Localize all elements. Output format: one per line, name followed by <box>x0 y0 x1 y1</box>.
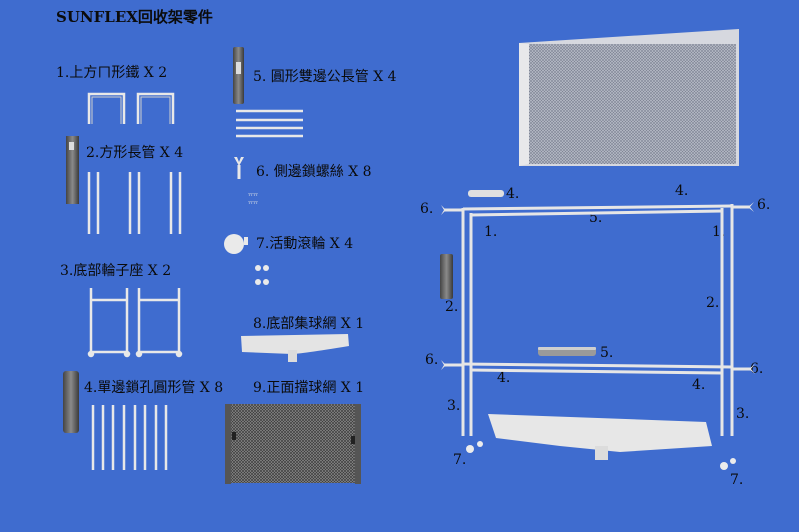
assembly-num-1-l: 1. <box>484 224 498 240</box>
assembly-num-5-mid: 5. <box>600 345 614 361</box>
assembly-num-6-tl: 6. <box>420 201 434 217</box>
part-9-front-net <box>225 404 361 484</box>
assembly-rollers <box>466 441 736 470</box>
assembly-num-6-bl: 6. <box>425 352 439 368</box>
part-label-8: 8.底部集球網 X 1 <box>253 316 365 332</box>
svg-text:ᵀᵀᵀᵀ: ᵀᵀᵀᵀ <box>248 201 259 208</box>
assembly-num-3-l: 3. <box>447 398 461 414</box>
part-4-round-tube <box>63 371 168 470</box>
part-label-2: 2.方形長管 X 4 <box>86 145 184 161</box>
part-label-7: 7.活動滾輪 X 4 <box>256 236 354 252</box>
assembly-num-4-tr: 4. <box>675 183 689 199</box>
part-label-5: 5. 圓形雙邊公長管 X 4 <box>253 69 397 85</box>
assembly-frame <box>444 204 751 436</box>
part-2-square-tube <box>66 136 182 234</box>
assembly-num-2-r: 2. <box>706 295 720 311</box>
part-label-1: 1.上方ㄇ形鐵 X 2 <box>56 65 168 81</box>
part-3-wheel-seat <box>87 288 183 358</box>
page-title: SUNFLEX回收架零件 <box>56 8 213 26</box>
assembly-num-4-br: 4. <box>692 377 706 393</box>
assembly-num-4-tl: 4. <box>506 186 520 202</box>
assembly-num-4-bl: 4. <box>497 370 511 386</box>
assembly-num-7-r: 7. <box>730 472 744 488</box>
part-8-bottom-net <box>241 334 349 362</box>
part-1-top-frame <box>87 92 175 124</box>
svg-text:ᵀᵀᵀᵀ: ᵀᵀᵀᵀ <box>248 193 259 200</box>
assembly-bottom-net <box>488 414 712 460</box>
assembly-tubes <box>440 190 596 356</box>
part-label-3: 3.底部輪子座 X 2 <box>60 263 172 279</box>
assembly-front-net <box>519 29 739 166</box>
assembly-num-7-l: 7. <box>453 452 467 468</box>
part-label-4: 4.單邊鎖孔圓形管 X 8 <box>84 380 224 396</box>
assembly-num-6-tr: 6. <box>757 197 771 213</box>
assembly-num-3-r: 3. <box>736 406 750 422</box>
part-5-long-tube <box>233 47 303 138</box>
part-label-6: 6. 側邊鎖螺絲 X 8 <box>256 164 372 180</box>
assembly-num-2-l: 2. <box>445 299 459 315</box>
part-label-9: 9.正面擋球網 X 1 <box>253 380 365 396</box>
assembly-screw-markers <box>441 202 755 374</box>
part-7-roller <box>224 234 269 285</box>
